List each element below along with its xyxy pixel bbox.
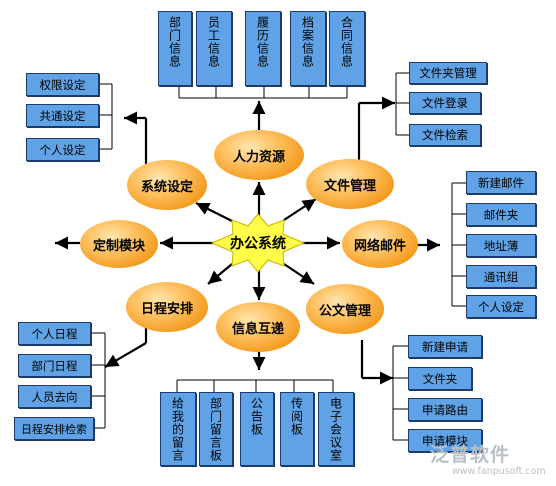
- hub-info-exchange[interactable]: 信息互递: [216, 302, 300, 352]
- watermark-url: www.fanpusoft.com: [452, 466, 546, 477]
- watermark-brand: 泛普软件: [430, 444, 511, 466]
- file-item-search[interactable]: 文件检索: [409, 124, 481, 146]
- info-item-dept-board[interactable]: 部门留言板: [199, 392, 233, 466]
- info-item-e-meeting[interactable]: 电子会议室: [318, 392, 354, 466]
- doc-item-folder[interactable]: 文件夹: [408, 367, 472, 390]
- doc-item-template[interactable]: 申请模块: [408, 429, 482, 452]
- hr-item-staff[interactable]: 员工信息: [196, 11, 232, 86]
- file-item-folder-mgmt[interactable]: 文件夹管理: [409, 62, 487, 84]
- hub-system-settings[interactable]: 系统设定: [127, 160, 207, 210]
- center-star: [210, 213, 306, 273]
- schedule-item-search[interactable]: 日程安排检索: [14, 417, 94, 440]
- settings-item-permissions[interactable]: 权限设定: [26, 73, 99, 96]
- schedule-item-personal[interactable]: 个人日程: [18, 322, 91, 345]
- watermark: 泛普软件 www.fanpusoft.com: [430, 440, 556, 486]
- mail-item-folder[interactable]: 邮件夹: [466, 203, 536, 226]
- doc-item-route[interactable]: 申请路由: [408, 398, 482, 421]
- branch-lines: [91, 72, 466, 441]
- doc-item-new-request[interactable]: 新建申请: [408, 335, 482, 358]
- hub-hr[interactable]: 人力资源: [214, 130, 304, 180]
- file-item-login[interactable]: 文件登录: [409, 92, 481, 114]
- schedule-item-dept[interactable]: 部门日程: [18, 354, 91, 377]
- hr-item-contract[interactable]: 合同信息: [329, 11, 365, 86]
- mail-item-personal-settings[interactable]: 个人设定: [466, 295, 536, 318]
- hub-schedule[interactable]: 日程安排: [126, 282, 208, 332]
- hub-file-mgmt[interactable]: 文件管理: [306, 159, 394, 209]
- hub-custom-module[interactable]: 定制模块: [80, 220, 158, 268]
- mail-item-new[interactable]: 新建邮件: [466, 171, 536, 194]
- settings-item-common[interactable]: 共通设定: [26, 104, 99, 127]
- center-label: 办公系统: [230, 236, 286, 252]
- info-item-my-messages[interactable]: 给我的留言: [160, 392, 196, 466]
- hr-item-dept[interactable]: 部门信息: [158, 11, 192, 86]
- mail-item-address-book[interactable]: 地址薄: [466, 234, 536, 257]
- info-item-bulletin[interactable]: 公告板: [240, 392, 274, 466]
- hub-network-mail[interactable]: 网络邮件: [342, 220, 418, 268]
- schedule-item-whereabouts[interactable]: 人员去向: [18, 385, 91, 408]
- hr-item-resume[interactable]: 履历信息: [245, 11, 281, 86]
- mail-item-contact-group[interactable]: 通讯组: [466, 265, 536, 288]
- hub-doc-mgmt[interactable]: 公文管理: [306, 284, 384, 334]
- hr-item-archive[interactable]: 档案信息: [290, 11, 326, 86]
- settings-item-personal[interactable]: 个人设定: [26, 138, 99, 161]
- info-item-circulation[interactable]: 传阅板: [280, 392, 314, 466]
